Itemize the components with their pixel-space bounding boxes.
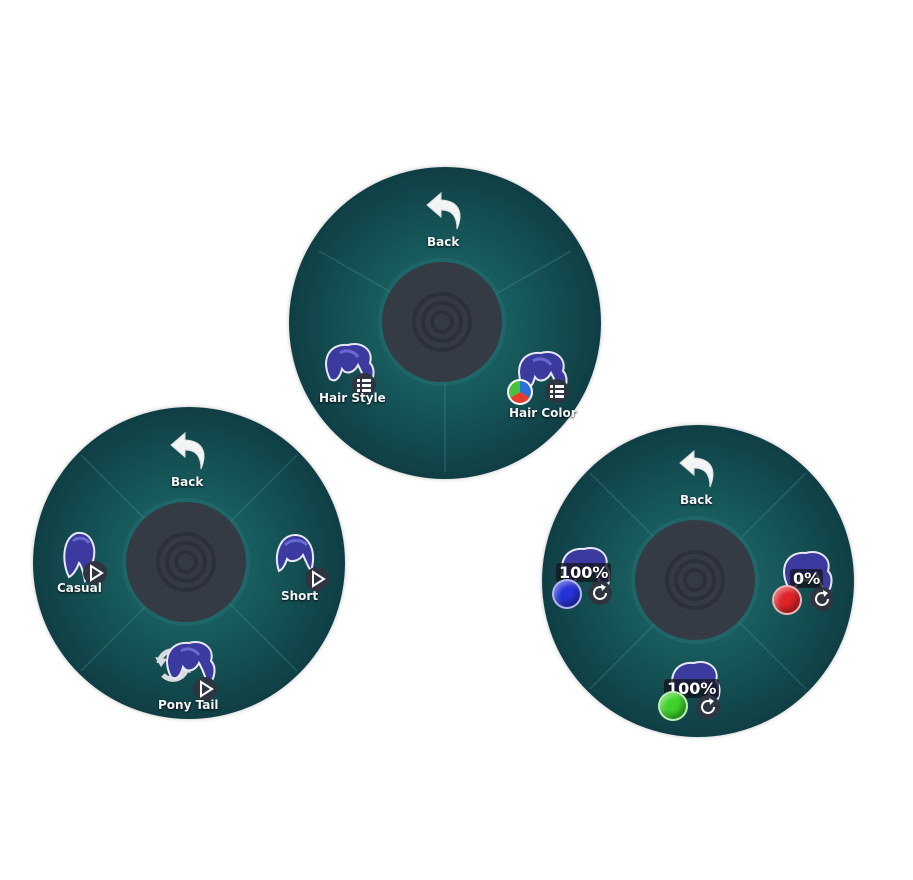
- reset-badge: [588, 581, 612, 605]
- back-label: Back: [680, 493, 713, 507]
- hair-color-button[interactable]: Hair Color: [505, 347, 601, 427]
- red-orb: [772, 585, 802, 615]
- reset-icon: [701, 698, 715, 714]
- hair-style-label: Hair Style: [319, 391, 386, 405]
- target-rings-icon: [156, 532, 216, 592]
- menu-center-hub[interactable]: [126, 502, 246, 622]
- pony-tail-style-button[interactable]: Pony Tail: [151, 637, 231, 717]
- red-channel-button[interactable]: 0%: [770, 547, 850, 617]
- play-badge: [193, 677, 217, 701]
- list-badge: [352, 373, 376, 397]
- short-hair-icon: [276, 533, 314, 574]
- pony-tail-label: Pony Tail: [158, 698, 219, 712]
- casual-style-button[interactable]: Casual: [51, 523, 131, 603]
- back-label: Back: [427, 235, 460, 249]
- menu-center-hub[interactable]: [382, 262, 502, 382]
- back-button[interactable]: Back: [415, 191, 475, 251]
- reset-badge: [696, 695, 720, 719]
- menu-center-hub[interactable]: [635, 520, 755, 640]
- back-button[interactable]: Back: [159, 431, 219, 491]
- target-rings-icon: [665, 550, 725, 610]
- blue-value-label: 100%: [556, 563, 612, 582]
- short-style-button[interactable]: Short: [269, 531, 349, 611]
- reset-icon: [593, 584, 607, 600]
- blue-channel-button[interactable]: 100%: [550, 543, 630, 613]
- hair-main-menu: Back Hair Style: [289, 167, 601, 479]
- play-icon: [90, 564, 104, 582]
- play-icon: [312, 570, 326, 588]
- list-icon: [357, 379, 371, 392]
- reset-badge: [810, 587, 834, 611]
- blue-orb: [552, 579, 582, 609]
- green-channel-button[interactable]: 100%: [658, 657, 738, 727]
- reset-icon: [815, 590, 829, 606]
- hair-color-menu: Back 100% 0%: [542, 425, 854, 737]
- back-button[interactable]: Back: [668, 449, 728, 509]
- hair-style-button[interactable]: Hair Style: [317, 339, 417, 419]
- casual-label: Casual: [57, 581, 102, 595]
- play-badge: [83, 561, 107, 585]
- target-rings-icon: [412, 292, 472, 352]
- back-arrow-icon: [170, 431, 205, 470]
- list-badge: [545, 379, 569, 403]
- color-wheel-icon: [507, 379, 533, 405]
- back-arrow-icon: [426, 191, 461, 230]
- play-icon: [200, 680, 214, 698]
- hair-style-menu: Back Casual Short: [33, 407, 345, 719]
- green-orb: [658, 691, 688, 721]
- back-label: Back: [171, 475, 204, 489]
- red-value-label: 0%: [790, 569, 824, 588]
- hair-color-label: Hair Color: [509, 406, 577, 420]
- short-label: Short: [281, 589, 319, 603]
- back-arrow-icon: [679, 449, 714, 488]
- play-badge: [305, 567, 329, 591]
- list-icon: [550, 385, 564, 398]
